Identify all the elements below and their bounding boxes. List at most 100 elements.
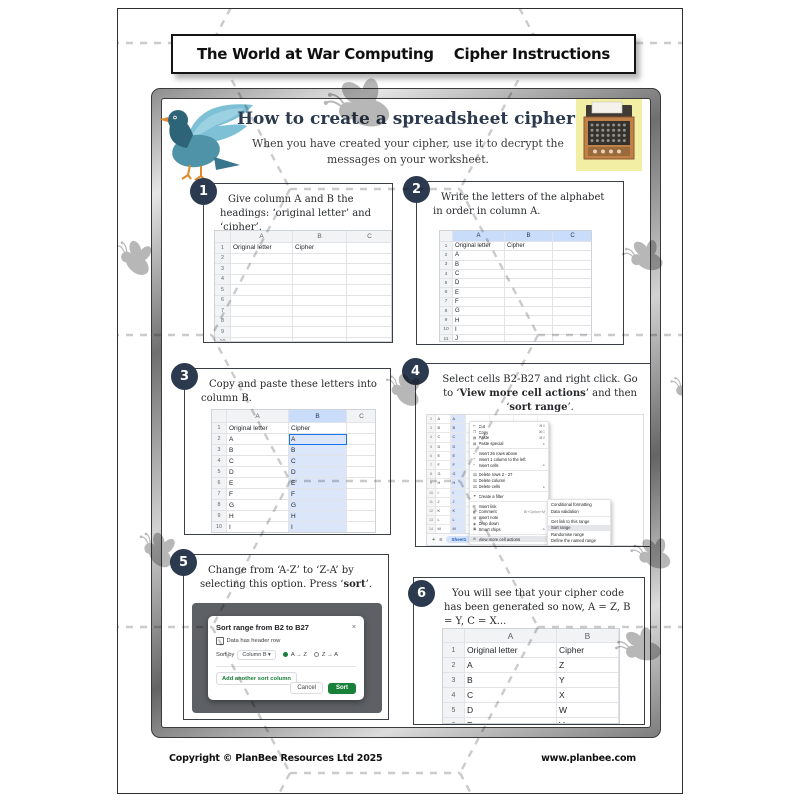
cell: H bbox=[453, 316, 505, 326]
row-number: 4 bbox=[440, 269, 453, 280]
cell: L bbox=[436, 516, 451, 526]
cell bbox=[505, 316, 553, 326]
step-number-badge: 1 bbox=[190, 178, 217, 205]
menu-item: Data validation bbox=[548, 508, 610, 514]
bee-icon bbox=[667, 371, 682, 410]
step-number-badge: 2 bbox=[403, 176, 430, 203]
menu-item-label: Conditional formatting bbox=[551, 502, 592, 508]
menu-item-label: Sort range bbox=[551, 525, 571, 531]
cell: 5 bbox=[427, 442, 436, 452]
cell: K bbox=[436, 506, 451, 517]
cell bbox=[505, 297, 553, 308]
menu-item-label: Define the named range bbox=[551, 538, 596, 544]
cell: C bbox=[453, 269, 505, 280]
cell: J bbox=[436, 497, 451, 507]
row-number: 3 bbox=[215, 264, 231, 275]
cell: 7 bbox=[427, 460, 436, 471]
step-number-badge: 4 bbox=[402, 358, 429, 385]
step-box-1: 1 Give column A and B the headings: ‘ori… bbox=[190, 178, 393, 343]
cell: D bbox=[289, 467, 347, 478]
column-header: A bbox=[465, 629, 557, 643]
menu-item-label: View more cell actions bbox=[478, 536, 521, 542]
menu-item: ▣Smart chips▸ bbox=[470, 526, 548, 532]
column-header: A bbox=[231, 231, 293, 243]
menu-divider bbox=[470, 469, 548, 471]
cell: B bbox=[227, 445, 289, 456]
cell: A bbox=[451, 415, 466, 425]
cell bbox=[505, 334, 553, 341]
menu-item: ⌧Delete column bbox=[470, 478, 548, 484]
cell: E bbox=[436, 451, 451, 461]
cell: E bbox=[289, 478, 347, 489]
row-number: 6 bbox=[212, 478, 227, 489]
cell: D bbox=[453, 279, 505, 289]
menu-item: ◉Drop down bbox=[470, 521, 548, 527]
row-number: 8 bbox=[440, 307, 453, 317]
row-number: 1 bbox=[212, 423, 227, 434]
row-number: 2 bbox=[212, 434, 227, 445]
dialog-divider bbox=[216, 665, 356, 667]
menu-item: Get link to this range bbox=[548, 518, 610, 524]
cell: Original letter bbox=[227, 423, 289, 434]
cell bbox=[553, 251, 591, 261]
step-box-2: 2 Write the letters of the alphabet in o… bbox=[403, 176, 624, 345]
cell: G bbox=[451, 470, 466, 480]
checkbox-label: Data has header row bbox=[226, 637, 281, 644]
cell: E bbox=[465, 718, 557, 723]
cell bbox=[231, 274, 293, 285]
cell: I bbox=[227, 522, 289, 532]
cell bbox=[347, 434, 375, 445]
menu-item-label: Cut bbox=[478, 423, 486, 429]
cell: A bbox=[227, 434, 289, 445]
menu-item-label: Insert 26 rows above bbox=[478, 451, 518, 457]
sort-by-label: Sort by bbox=[216, 651, 235, 658]
menu-item: Sort range bbox=[548, 524, 610, 532]
column-header: A bbox=[227, 410, 289, 423]
row-number: 1 bbox=[440, 242, 453, 252]
enigma-machine-image bbox=[576, 99, 642, 171]
column-header: A bbox=[453, 231, 505, 242]
cell bbox=[347, 489, 375, 500]
sheet-row: 8 bbox=[215, 316, 391, 327]
menu-item-label: Paste special bbox=[478, 441, 504, 447]
radio-z-to-a bbox=[313, 652, 319, 657]
cell: C bbox=[289, 456, 347, 467]
sheet-row: 4 bbox=[215, 274, 391, 285]
column-header: B bbox=[505, 231, 553, 242]
cell bbox=[347, 478, 375, 489]
menu-item: ⌧Delete rows 2 - 27 bbox=[470, 472, 548, 478]
step-box-5: 5 Change from ‘A-Z’ to ‘Z-A’ by selectin… bbox=[170, 549, 389, 720]
cell bbox=[440, 231, 453, 242]
cell: F bbox=[289, 489, 347, 500]
sheet-row: 10 bbox=[215, 337, 391, 341]
cell bbox=[231, 327, 293, 338]
worksheet-page: The World at War Computing Cipher Instru… bbox=[117, 8, 683, 794]
menu-item-label: Paste bbox=[478, 435, 490, 441]
cell: G bbox=[453, 307, 505, 317]
cell: F bbox=[227, 489, 289, 500]
cell: C bbox=[451, 433, 466, 443]
row-number: 2 bbox=[440, 251, 453, 261]
row-number: 4 bbox=[215, 274, 231, 285]
cell: Y bbox=[557, 673, 619, 688]
menu-item-label: Insert 1 column to the left bbox=[478, 456, 526, 462]
cell: Original letter bbox=[453, 242, 505, 252]
row-number: 9 bbox=[215, 327, 231, 338]
cell: D bbox=[227, 467, 289, 478]
cell: V bbox=[557, 718, 619, 723]
cell: 8 bbox=[427, 470, 436, 480]
menu-item-label: Protect range bbox=[551, 545, 605, 546]
submenu-arrow-icon: ▸ bbox=[543, 527, 545, 532]
cell: 10 bbox=[427, 488, 436, 498]
